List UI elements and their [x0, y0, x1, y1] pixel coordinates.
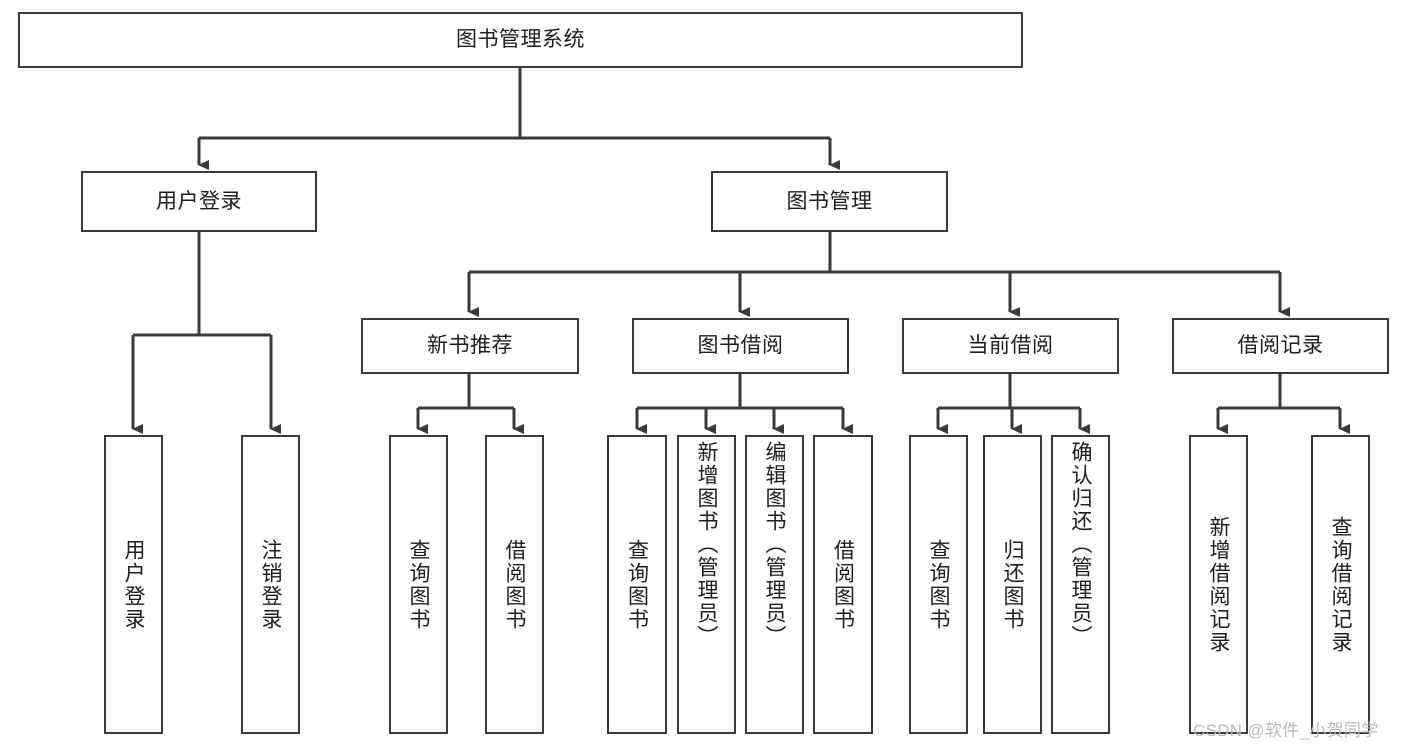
node-leaf-query-book-2[interactable]: 查询图书 — [607, 435, 667, 734]
node-leaf-edit-book-label: 编辑图书（管理员） — [763, 441, 786, 648]
node-leaf-confirm-return-label: 确认归还（管理员） — [1069, 441, 1092, 648]
node-leaf-query-record-label: 查询借阅记录 — [1329, 515, 1352, 654]
node-leaf-return-book-label: 归还图书 — [1001, 538, 1024, 631]
node-book-borrow-label: 图书借阅 — [697, 334, 784, 358]
node-leaf-borrow-book-1[interactable]: 借阅图书 — [485, 435, 544, 734]
node-leaf-borrow-book-2[interactable]: 借阅图书 — [813, 435, 873, 734]
watermark: CSDN @软件_小贺同学 — [1193, 721, 1379, 740]
node-root[interactable]: 图书管理系统 — [18, 12, 1023, 68]
node-leaf-return-book[interactable]: 归还图书 — [983, 435, 1042, 734]
node-leaf-borrow-book-2-label: 借阅图书 — [831, 538, 855, 631]
node-leaf-query-book-2-label: 查询图书 — [625, 538, 649, 631]
node-book-manage[interactable]: 图书管理 — [711, 171, 948, 232]
node-leaf-add-book[interactable]: 新增图书（管理员） — [677, 435, 736, 734]
node-leaf-add-record-label: 新增借阅记录 — [1207, 515, 1230, 654]
node-leaf-query-record[interactable]: 查询借阅记录 — [1311, 435, 1370, 734]
node-current-borrow-label: 当前借阅 — [967, 334, 1054, 358]
node-current-borrow[interactable]: 当前借阅 — [902, 318, 1119, 374]
node-leaf-borrow-book-1-label: 借阅图书 — [503, 538, 526, 631]
node-leaf-user-login[interactable]: 用户登录 — [104, 435, 163, 734]
node-book-borrow[interactable]: 图书借阅 — [632, 318, 849, 374]
node-leaf-logout[interactable]: 注销登录 — [241, 435, 300, 734]
node-leaf-query-book-3[interactable]: 查询图书 — [909, 435, 968, 734]
node-borrow-record[interactable]: 借阅记录 — [1172, 318, 1389, 374]
node-leaf-edit-book[interactable]: 编辑图书（管理员） — [745, 435, 804, 734]
node-leaf-add-record[interactable]: 新增借阅记录 — [1189, 435, 1248, 734]
node-user-login[interactable]: 用户登录 — [81, 171, 317, 232]
node-leaf-query-book-3-label: 查询图书 — [927, 538, 950, 631]
node-leaf-confirm-return[interactable]: 确认归还（管理员） — [1051, 435, 1110, 734]
node-leaf-query-book-1-label: 查询图书 — [407, 538, 430, 631]
node-leaf-logout-label: 注销登录 — [259, 538, 282, 631]
node-leaf-user-login-label: 用户登录 — [122, 538, 145, 631]
node-book-manage-label: 图书管理 — [786, 189, 873, 213]
node-new-book-recommend-label: 新书推荐 — [427, 334, 513, 358]
node-borrow-record-label: 借阅记录 — [1237, 334, 1324, 358]
node-leaf-query-book-1[interactable]: 查询图书 — [389, 435, 448, 734]
node-leaf-add-book-label: 新增图书（管理员） — [695, 441, 718, 648]
node-new-book-recommend[interactable]: 新书推荐 — [361, 318, 579, 374]
node-root-label: 图书管理系统 — [456, 28, 585, 52]
node-user-login-label: 用户登录 — [156, 189, 242, 213]
